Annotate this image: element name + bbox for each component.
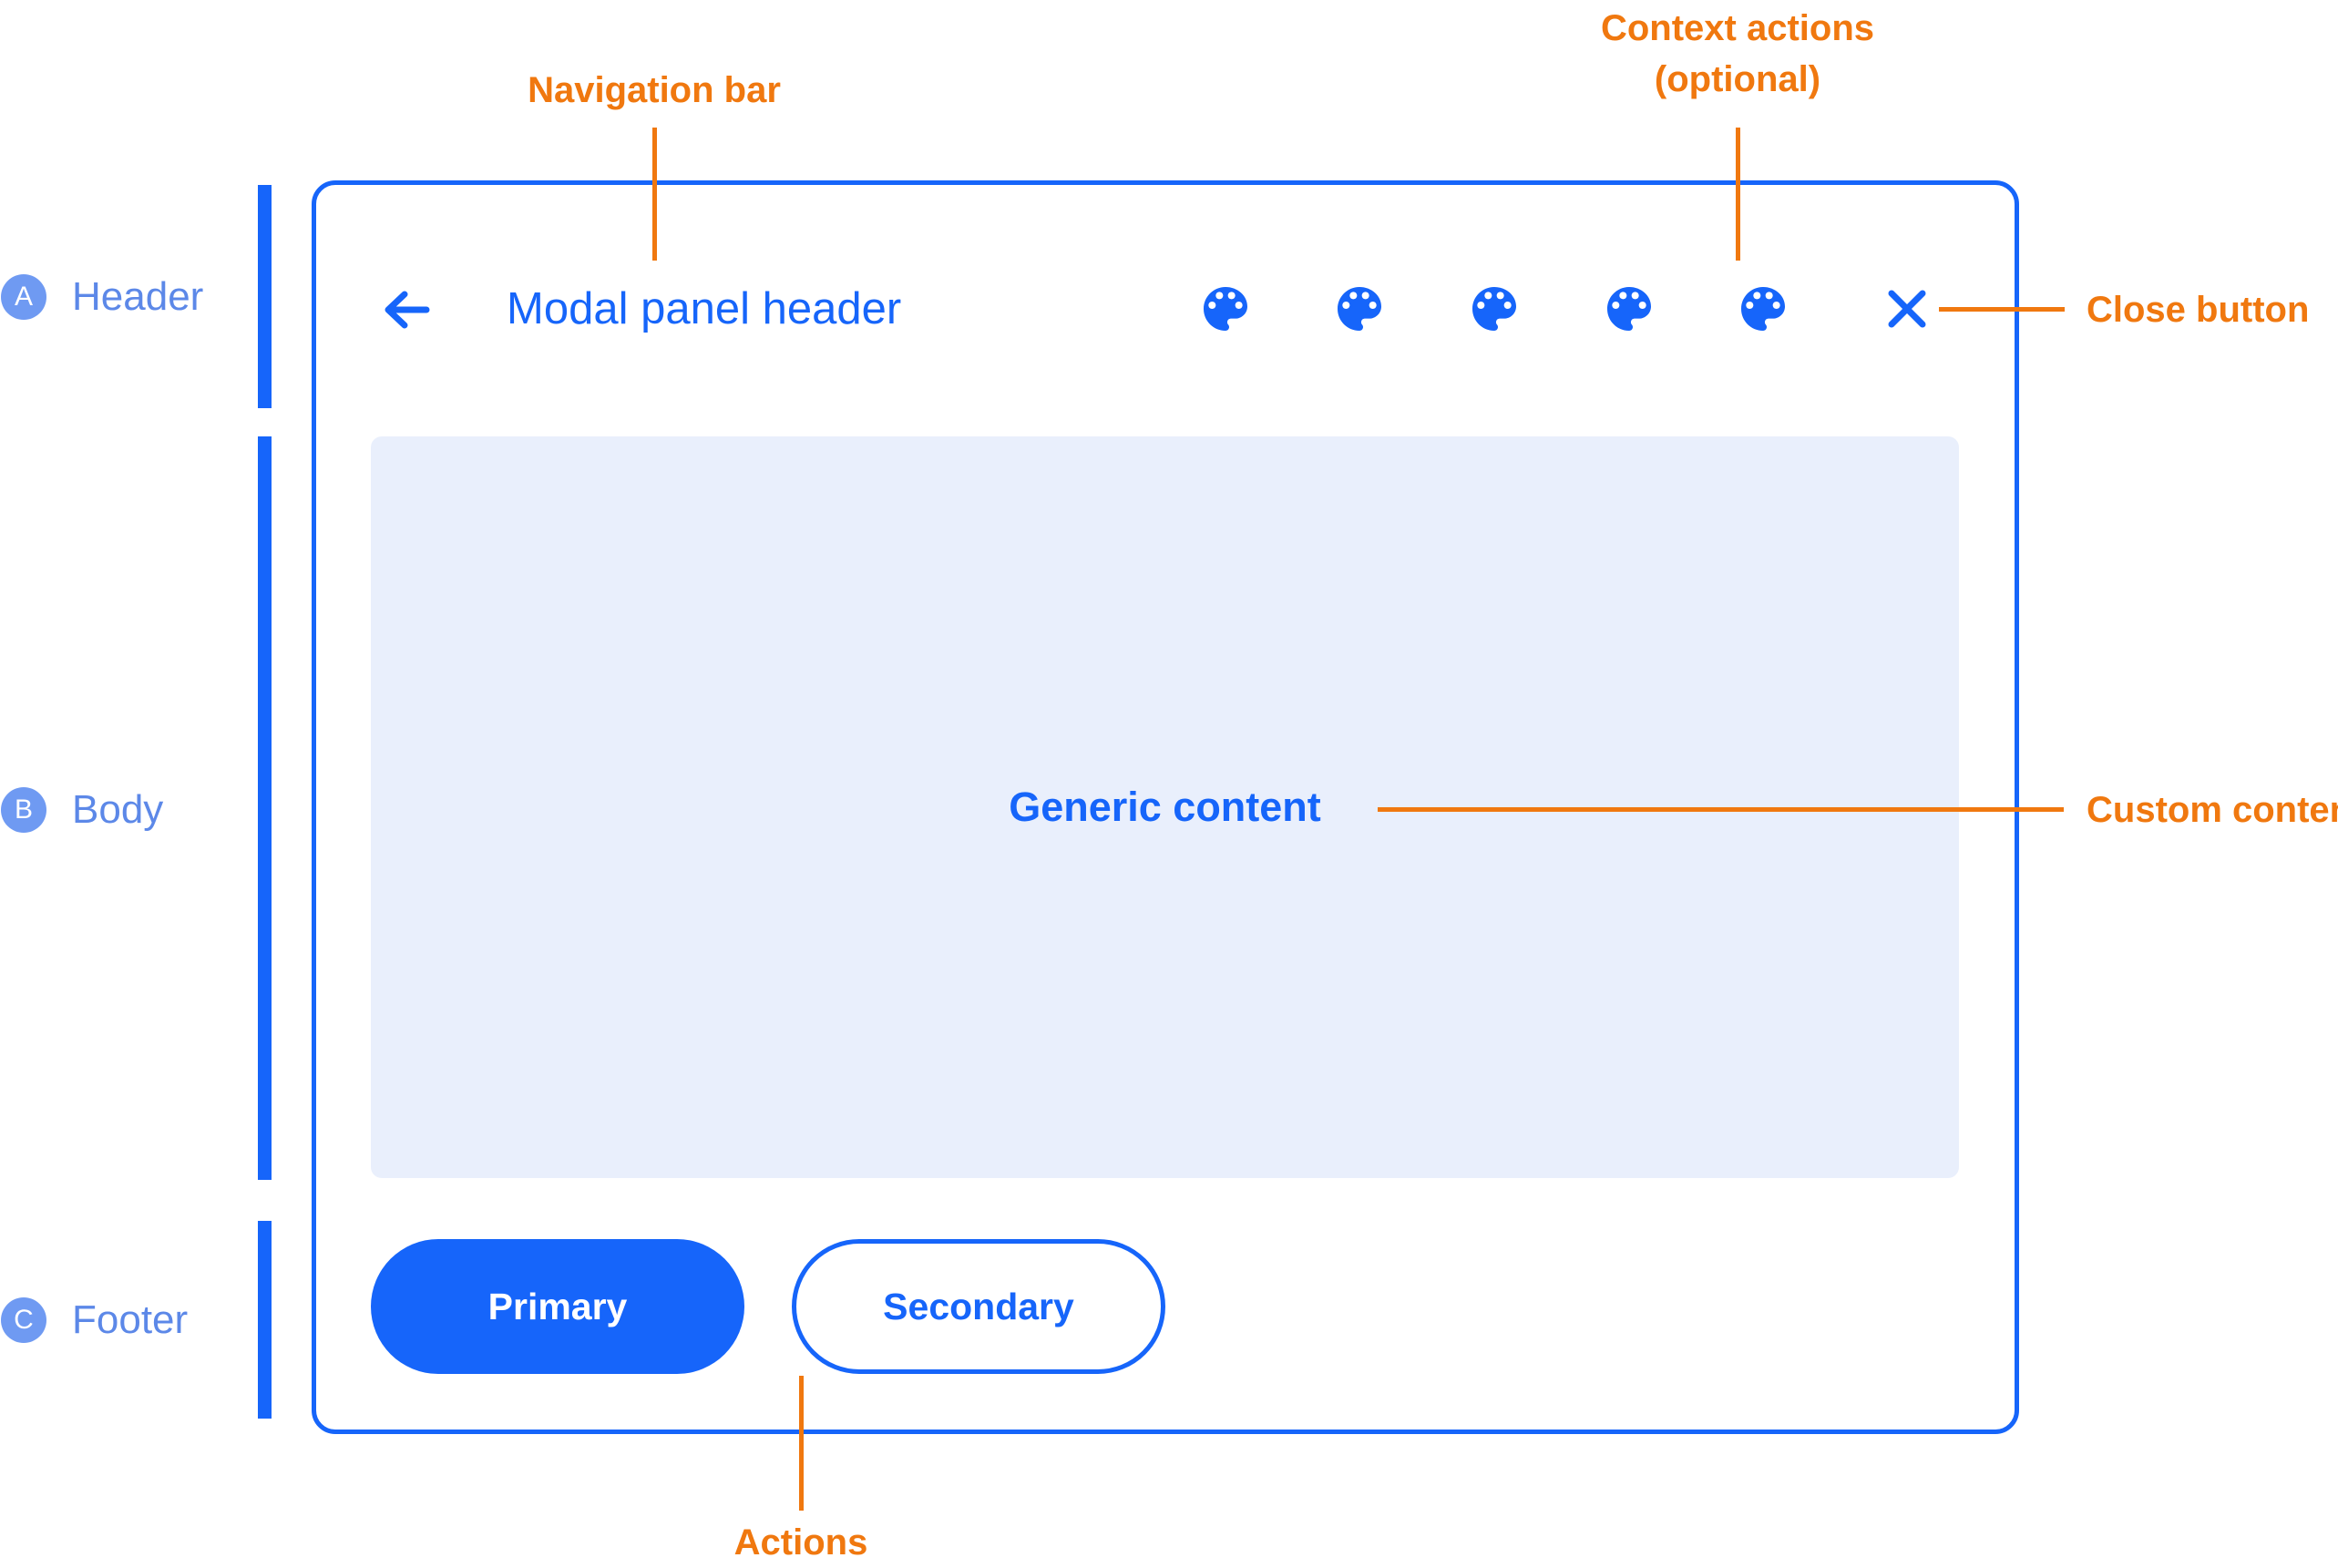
generic-content-text: Generic content xyxy=(1009,784,1321,830)
callout-context-actions-line xyxy=(1736,128,1740,261)
callout-close-button: Close button xyxy=(2087,290,2310,330)
callout-navigation-bar: Navigation bar xyxy=(528,70,781,110)
secondary-button[interactable]: Secondary xyxy=(792,1239,1165,1374)
primary-button[interactable]: Primary xyxy=(371,1239,744,1374)
callout-context-actions-line1: Context actions xyxy=(1600,8,1875,48)
palette-icon xyxy=(1330,280,1389,338)
close-x-icon xyxy=(1888,290,1926,328)
context-action-button-3[interactable] xyxy=(1465,280,1523,338)
section-badge-a: A xyxy=(1,274,46,320)
callout-actions: Actions xyxy=(733,1522,868,1563)
section-label-footer: Footer xyxy=(72,1297,189,1342)
modal-title: Modal panel header xyxy=(507,284,902,333)
palette-icon xyxy=(1196,280,1255,338)
footer-section-bar xyxy=(258,1221,272,1419)
context-action-button-1[interactable] xyxy=(1196,280,1255,338)
callout-actions-line xyxy=(799,1376,804,1511)
callout-close-button-line xyxy=(1939,307,2065,312)
section-badge-b: B xyxy=(1,787,46,833)
header-section-bar xyxy=(258,185,272,408)
close-button[interactable] xyxy=(1884,286,1930,336)
palette-icon xyxy=(1734,280,1792,338)
section-label-body: Body xyxy=(72,787,164,832)
back-button[interactable] xyxy=(381,286,432,338)
context-action-button-2[interactable] xyxy=(1330,280,1389,338)
section-label-header: Header xyxy=(72,274,204,319)
context-action-button-5[interactable] xyxy=(1734,280,1792,338)
callout-custom-content-line xyxy=(1378,807,2064,812)
callout-context-actions-line2: (optional) xyxy=(1654,59,1821,99)
callout-custom-content: Custom content xyxy=(2087,790,2338,830)
body-section-bar xyxy=(258,436,272,1180)
callout-navigation-bar-line xyxy=(652,128,657,261)
arrow-left-icon xyxy=(385,291,430,329)
section-badge-c: C xyxy=(1,1297,46,1343)
palette-icon xyxy=(1600,280,1658,338)
palette-icon xyxy=(1465,280,1523,338)
context-action-button-4[interactable] xyxy=(1600,280,1658,338)
